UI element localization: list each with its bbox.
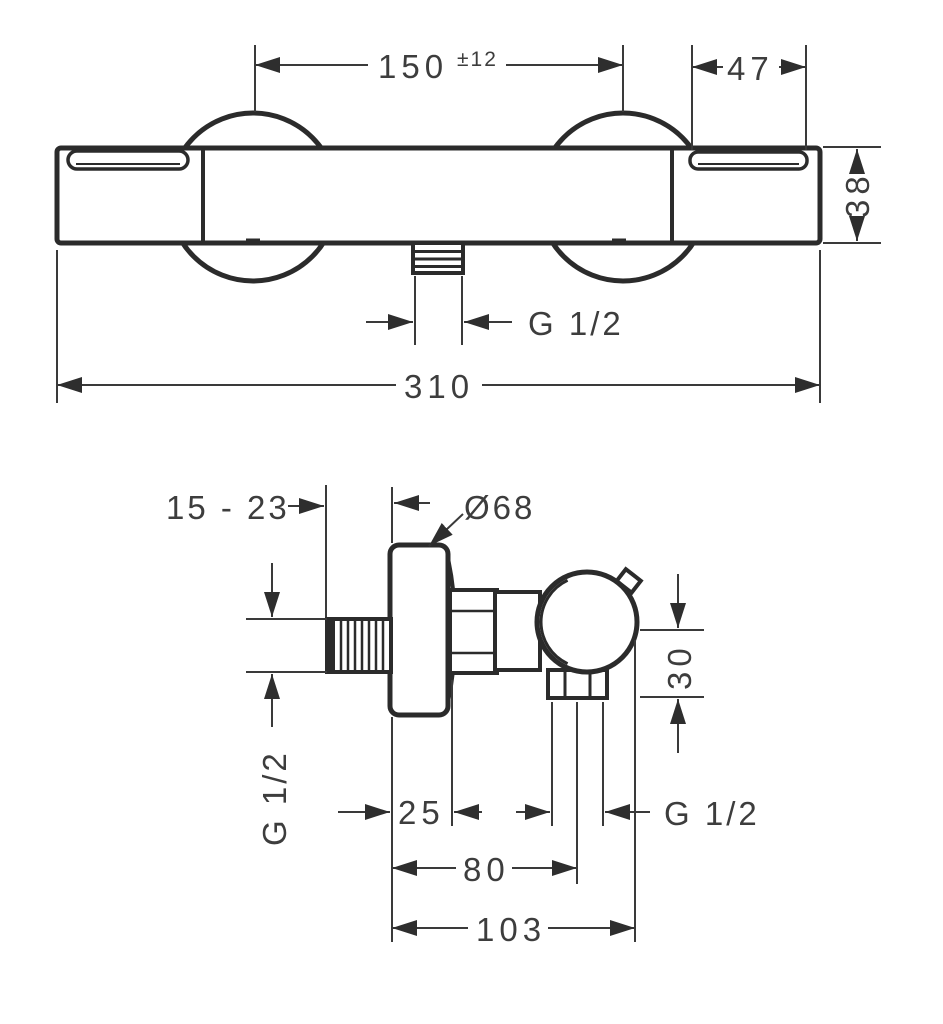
dim-38: 38 [823,146,881,244]
dim-47: 47 [691,45,807,150]
dim-g12-supply-label: G 1/2 [256,750,293,846]
valve-body-side [493,590,542,672]
dim-30-label: 30 [661,643,698,690]
dim-150-label: 150 [378,48,448,85]
dim-g12-outlet-label: G 1/2 [664,795,760,832]
dim-tolerance-label: ±12 [457,48,498,71]
dim-80-label: 80 [463,851,510,888]
escutcheon-plate [387,542,451,718]
handle-knob-inner-arc [539,578,569,666]
dim-103-label: 103 [476,911,546,948]
side-view: 15 - 23 Ø68 G 1/2 30 [166,485,760,948]
top-outlet-thread [411,241,465,275]
dim-80: 80 [392,851,577,888]
dim-dia68: Ø68 [428,489,535,547]
supply-nipple [325,617,393,674]
handle-knob [534,569,640,675]
dim-38-label: 38 [839,171,876,218]
union-nut [448,588,499,675]
dim-dia68-label: Ø68 [464,489,535,526]
dim-g12-top-label: G 1/2 [528,305,624,342]
dim-g12-outlet: G 1/2 [516,795,760,832]
dim-15-23: 15 - 23 [166,485,430,617]
dim-g12-top: G 1/2 [366,276,624,345]
dim-g12-supply: G 1/2 [246,563,327,846]
dim-15-23-label: 15 - 23 [166,489,290,526]
left-grip-groove [66,149,190,171]
dim-25-label: 25 [398,794,445,831]
bottom-outlet [546,668,609,700]
dim-25: 25 [338,794,482,831]
dim-310-label: 310 [404,368,474,405]
right-grip-groove [688,150,809,171]
dim-310: 310 [56,250,821,405]
dim-103: 103 [392,911,635,948]
dim-30: 30 [640,574,704,753]
dim-47-label: 47 [727,50,774,87]
dim-150: 150 ±12 [254,45,624,112]
top-view: 150 ±12 47 38 G 1/2 [54,45,881,405]
